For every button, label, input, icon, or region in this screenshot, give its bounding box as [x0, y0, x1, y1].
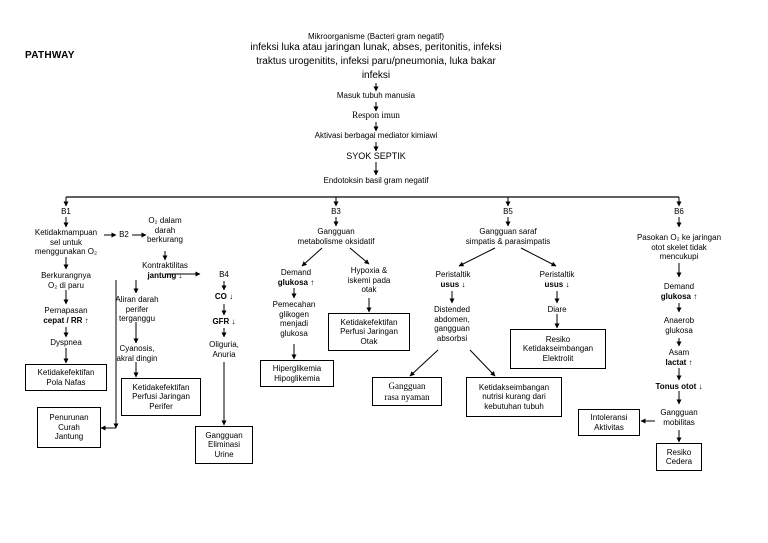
b2-label: B2 — [119, 230, 129, 239]
node-masuk-tubuh: Masuk tubuh manusia — [336, 91, 416, 100]
header-organism: Mikroorganisme (Bacteri gram negatif) — [307, 32, 445, 41]
node-syok-septik: SYOK SEPTIK — [346, 151, 406, 161]
b4-node-co: CO ↓ — [214, 292, 234, 301]
header-infection-line-1: infeksi luka atau jaringan lunak, abses,… — [250, 42, 502, 53]
node-endotoksin: Endotoksin basil gram negatif — [323, 176, 429, 185]
node-aktivasi-mediator: Aktivasi berbagai mediator kimiawi — [314, 131, 438, 140]
b6-node-tonus-otot: Tonus otot ↓ — [655, 382, 703, 391]
b5-node-diare: Diare — [547, 305, 567, 314]
b2-node-cyanosis: Cyanosis,akral dingin — [116, 344, 158, 363]
header-infection-line-2: traktus urogenitits, infeksi paru/pneumo… — [256, 56, 496, 67]
b4-node-gfr: GFR ↓ — [212, 317, 236, 326]
b3-label: B3 — [331, 207, 341, 216]
page-title: PATHWAY — [25, 50, 75, 61]
b4-node-oliguria: Oliguria,Anuria — [209, 340, 239, 359]
b6-label: B6 — [674, 207, 684, 216]
header-infection-line-3: infeksi — [361, 70, 391, 81]
b4-label: B4 — [219, 270, 229, 279]
b5-label: B5 — [503, 207, 513, 216]
b1-node-dyspnea: Dyspnea — [50, 338, 82, 347]
b1-label: B1 — [61, 207, 71, 216]
node-respon-imun: Respon imun — [352, 110, 400, 120]
